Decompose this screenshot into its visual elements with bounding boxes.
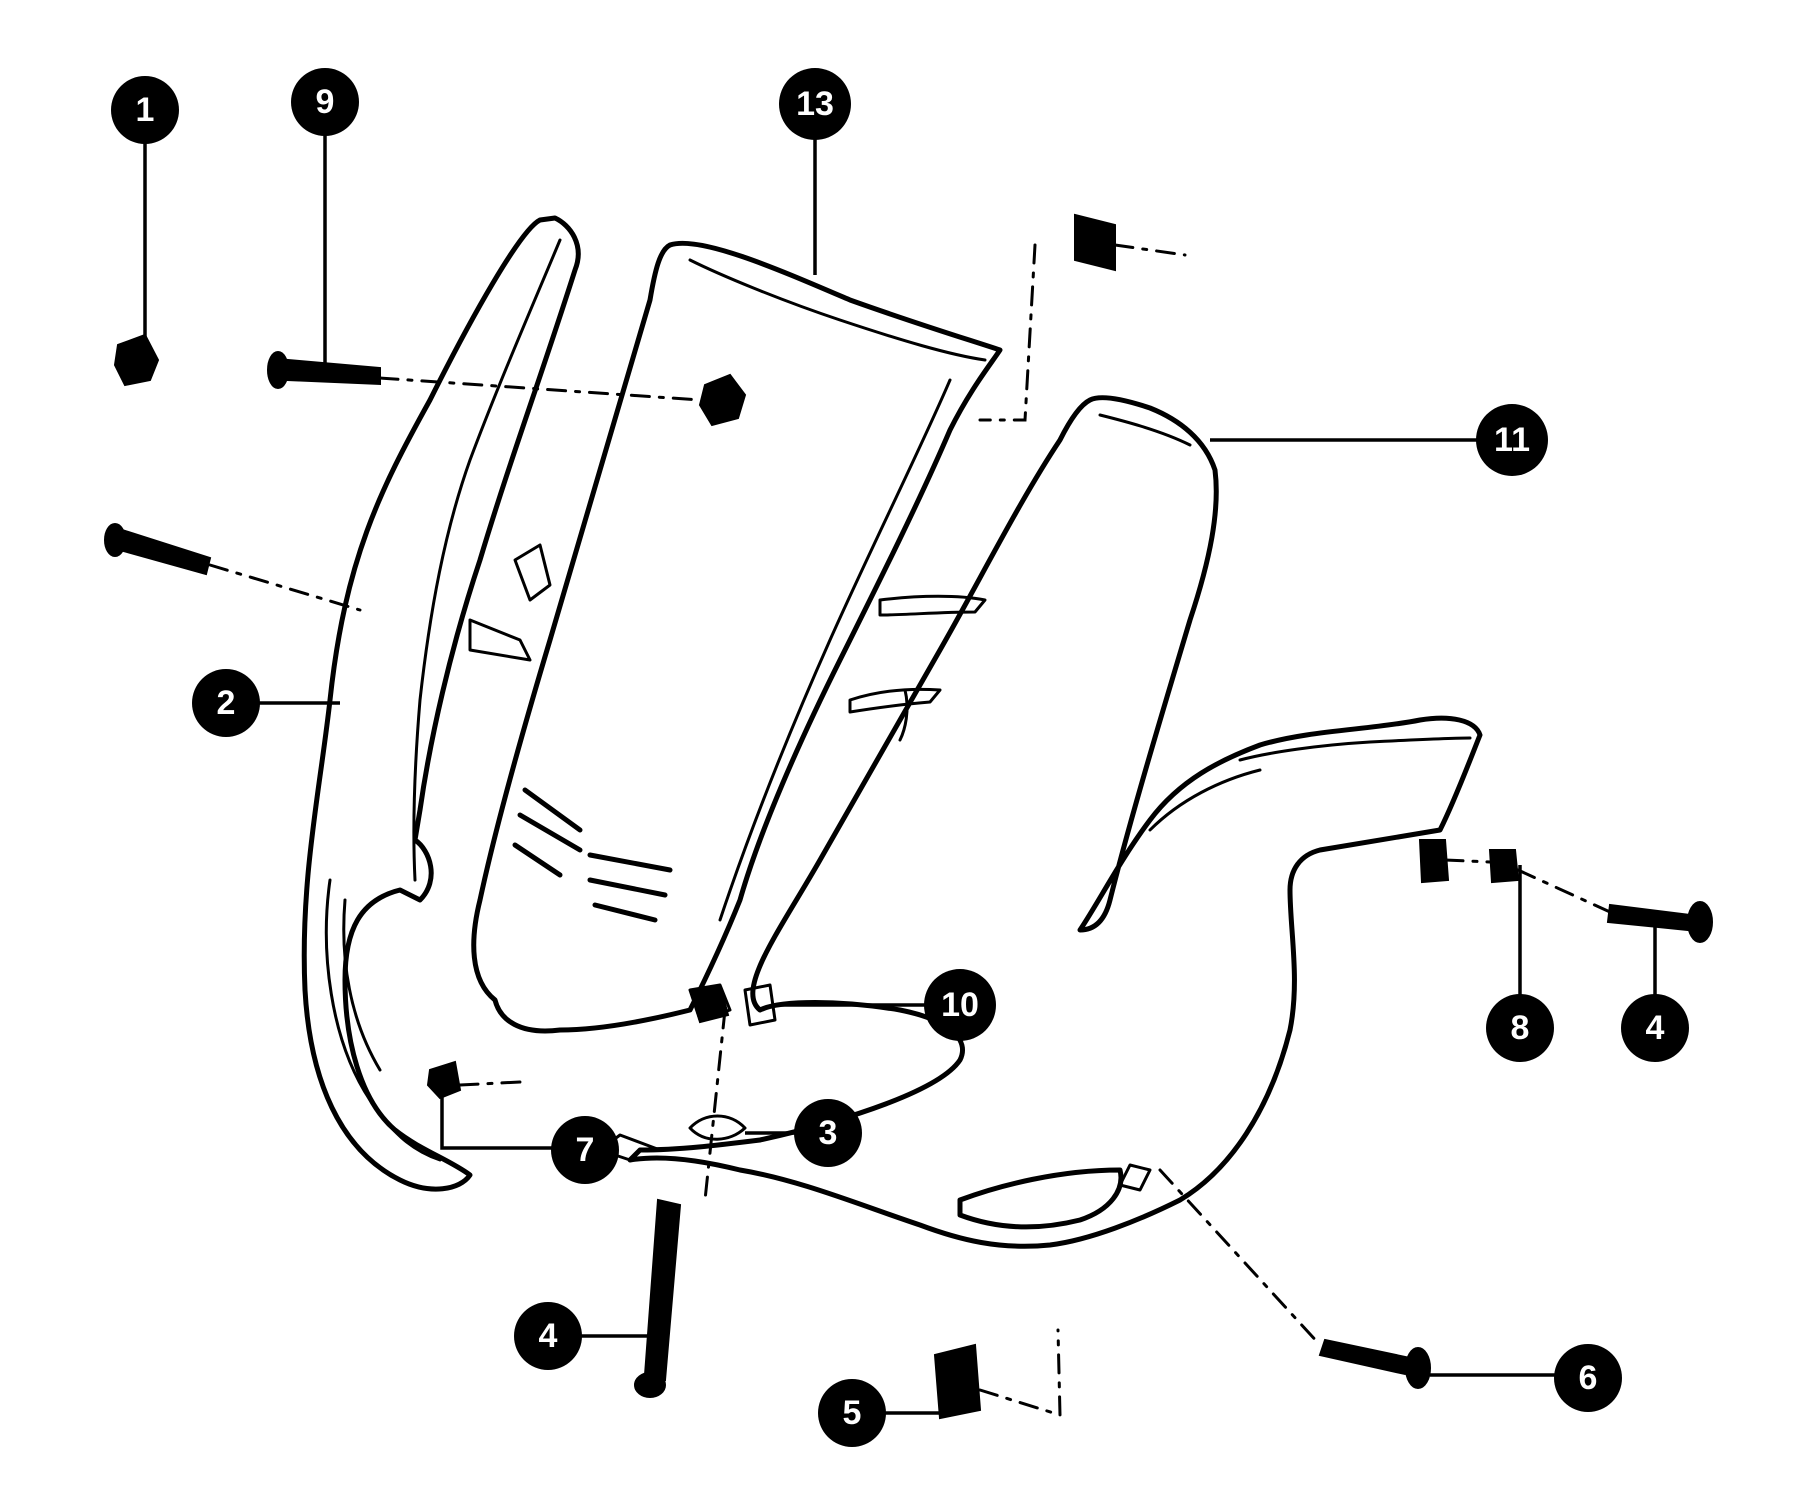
callout-1: 1 xyxy=(111,76,179,144)
callout-5: 5 xyxy=(818,1379,886,1447)
callout-13-number: 13 xyxy=(796,85,834,123)
hardware-clip-5 xyxy=(933,1343,982,1420)
hardware-washer-3 xyxy=(688,1114,747,1141)
hardware-clip-8b xyxy=(1488,849,1520,884)
assembly-lines xyxy=(208,243,1612,1418)
callout-4-bottom: 4 xyxy=(514,1302,582,1370)
callout-7-number: 7 xyxy=(576,1131,595,1169)
callout-4-right-number: 4 xyxy=(1646,1009,1665,1047)
hardware-screw-2 xyxy=(104,523,212,576)
callout-3: 3 xyxy=(794,1099,862,1167)
callout-5-circle xyxy=(818,1379,886,1447)
callout-10-circle xyxy=(924,969,996,1041)
part-right-side-panel xyxy=(598,395,1483,1249)
callout-9-circle xyxy=(291,68,359,136)
callout-7: 7 xyxy=(551,1116,619,1184)
hardware-screw-4-bottom xyxy=(634,1198,682,1398)
callout-6-circle xyxy=(1554,1344,1622,1412)
callout-8-number: 8 xyxy=(1511,1009,1530,1047)
hardware-screw-6 xyxy=(1318,1338,1431,1389)
callout-5-number: 5 xyxy=(843,1394,862,1432)
callout-4-bottom-number: 4 xyxy=(539,1317,558,1355)
callout-10-number: 10 xyxy=(941,986,979,1024)
hardware-clip-top xyxy=(1074,213,1116,272)
callout-9-number: 9 xyxy=(316,83,335,121)
callout-2-number: 2 xyxy=(217,684,236,722)
hardware-nut-1 xyxy=(113,333,160,387)
callout-2-circle xyxy=(192,669,260,737)
callout-1-circle xyxy=(111,76,179,144)
callout-6-number: 6 xyxy=(1579,1359,1598,1397)
callout-9: 9 xyxy=(291,68,359,136)
part-front-panel xyxy=(471,240,1003,1034)
callout-8-circle xyxy=(1486,994,1554,1062)
callout-3-circle xyxy=(794,1099,862,1167)
callout-11-number: 11 xyxy=(1494,421,1530,459)
callout-11: 11 xyxy=(1476,404,1548,476)
callout-6: 6 xyxy=(1554,1344,1622,1412)
callout-7-circle xyxy=(551,1116,619,1184)
callout-1-number: 1 xyxy=(136,91,155,129)
callout-4-right: 4 xyxy=(1621,994,1689,1062)
hardware-screw-9 xyxy=(267,351,381,389)
callout-10: 10 xyxy=(924,969,996,1041)
callout-4-right-circle xyxy=(1621,994,1689,1062)
hardware-clip-10 xyxy=(688,983,730,1024)
hardware-screw-4-right xyxy=(1606,901,1713,943)
callout-13-circle xyxy=(779,68,851,140)
callout-13: 13 xyxy=(779,68,851,140)
hardware-nut-9 xyxy=(698,373,747,427)
callout-4-bottom-circle xyxy=(514,1302,582,1370)
callout-2: 2 xyxy=(192,669,260,737)
hardware-clip-8a xyxy=(1418,839,1450,884)
hardware-grommet-7 xyxy=(426,1060,462,1100)
callout-3-number: 3 xyxy=(819,1114,838,1152)
callout-11-circle xyxy=(1476,404,1548,476)
leader-lines xyxy=(143,102,1657,1415)
part-left-side-panel xyxy=(301,215,581,1192)
callout-8: 8 xyxy=(1486,994,1554,1062)
